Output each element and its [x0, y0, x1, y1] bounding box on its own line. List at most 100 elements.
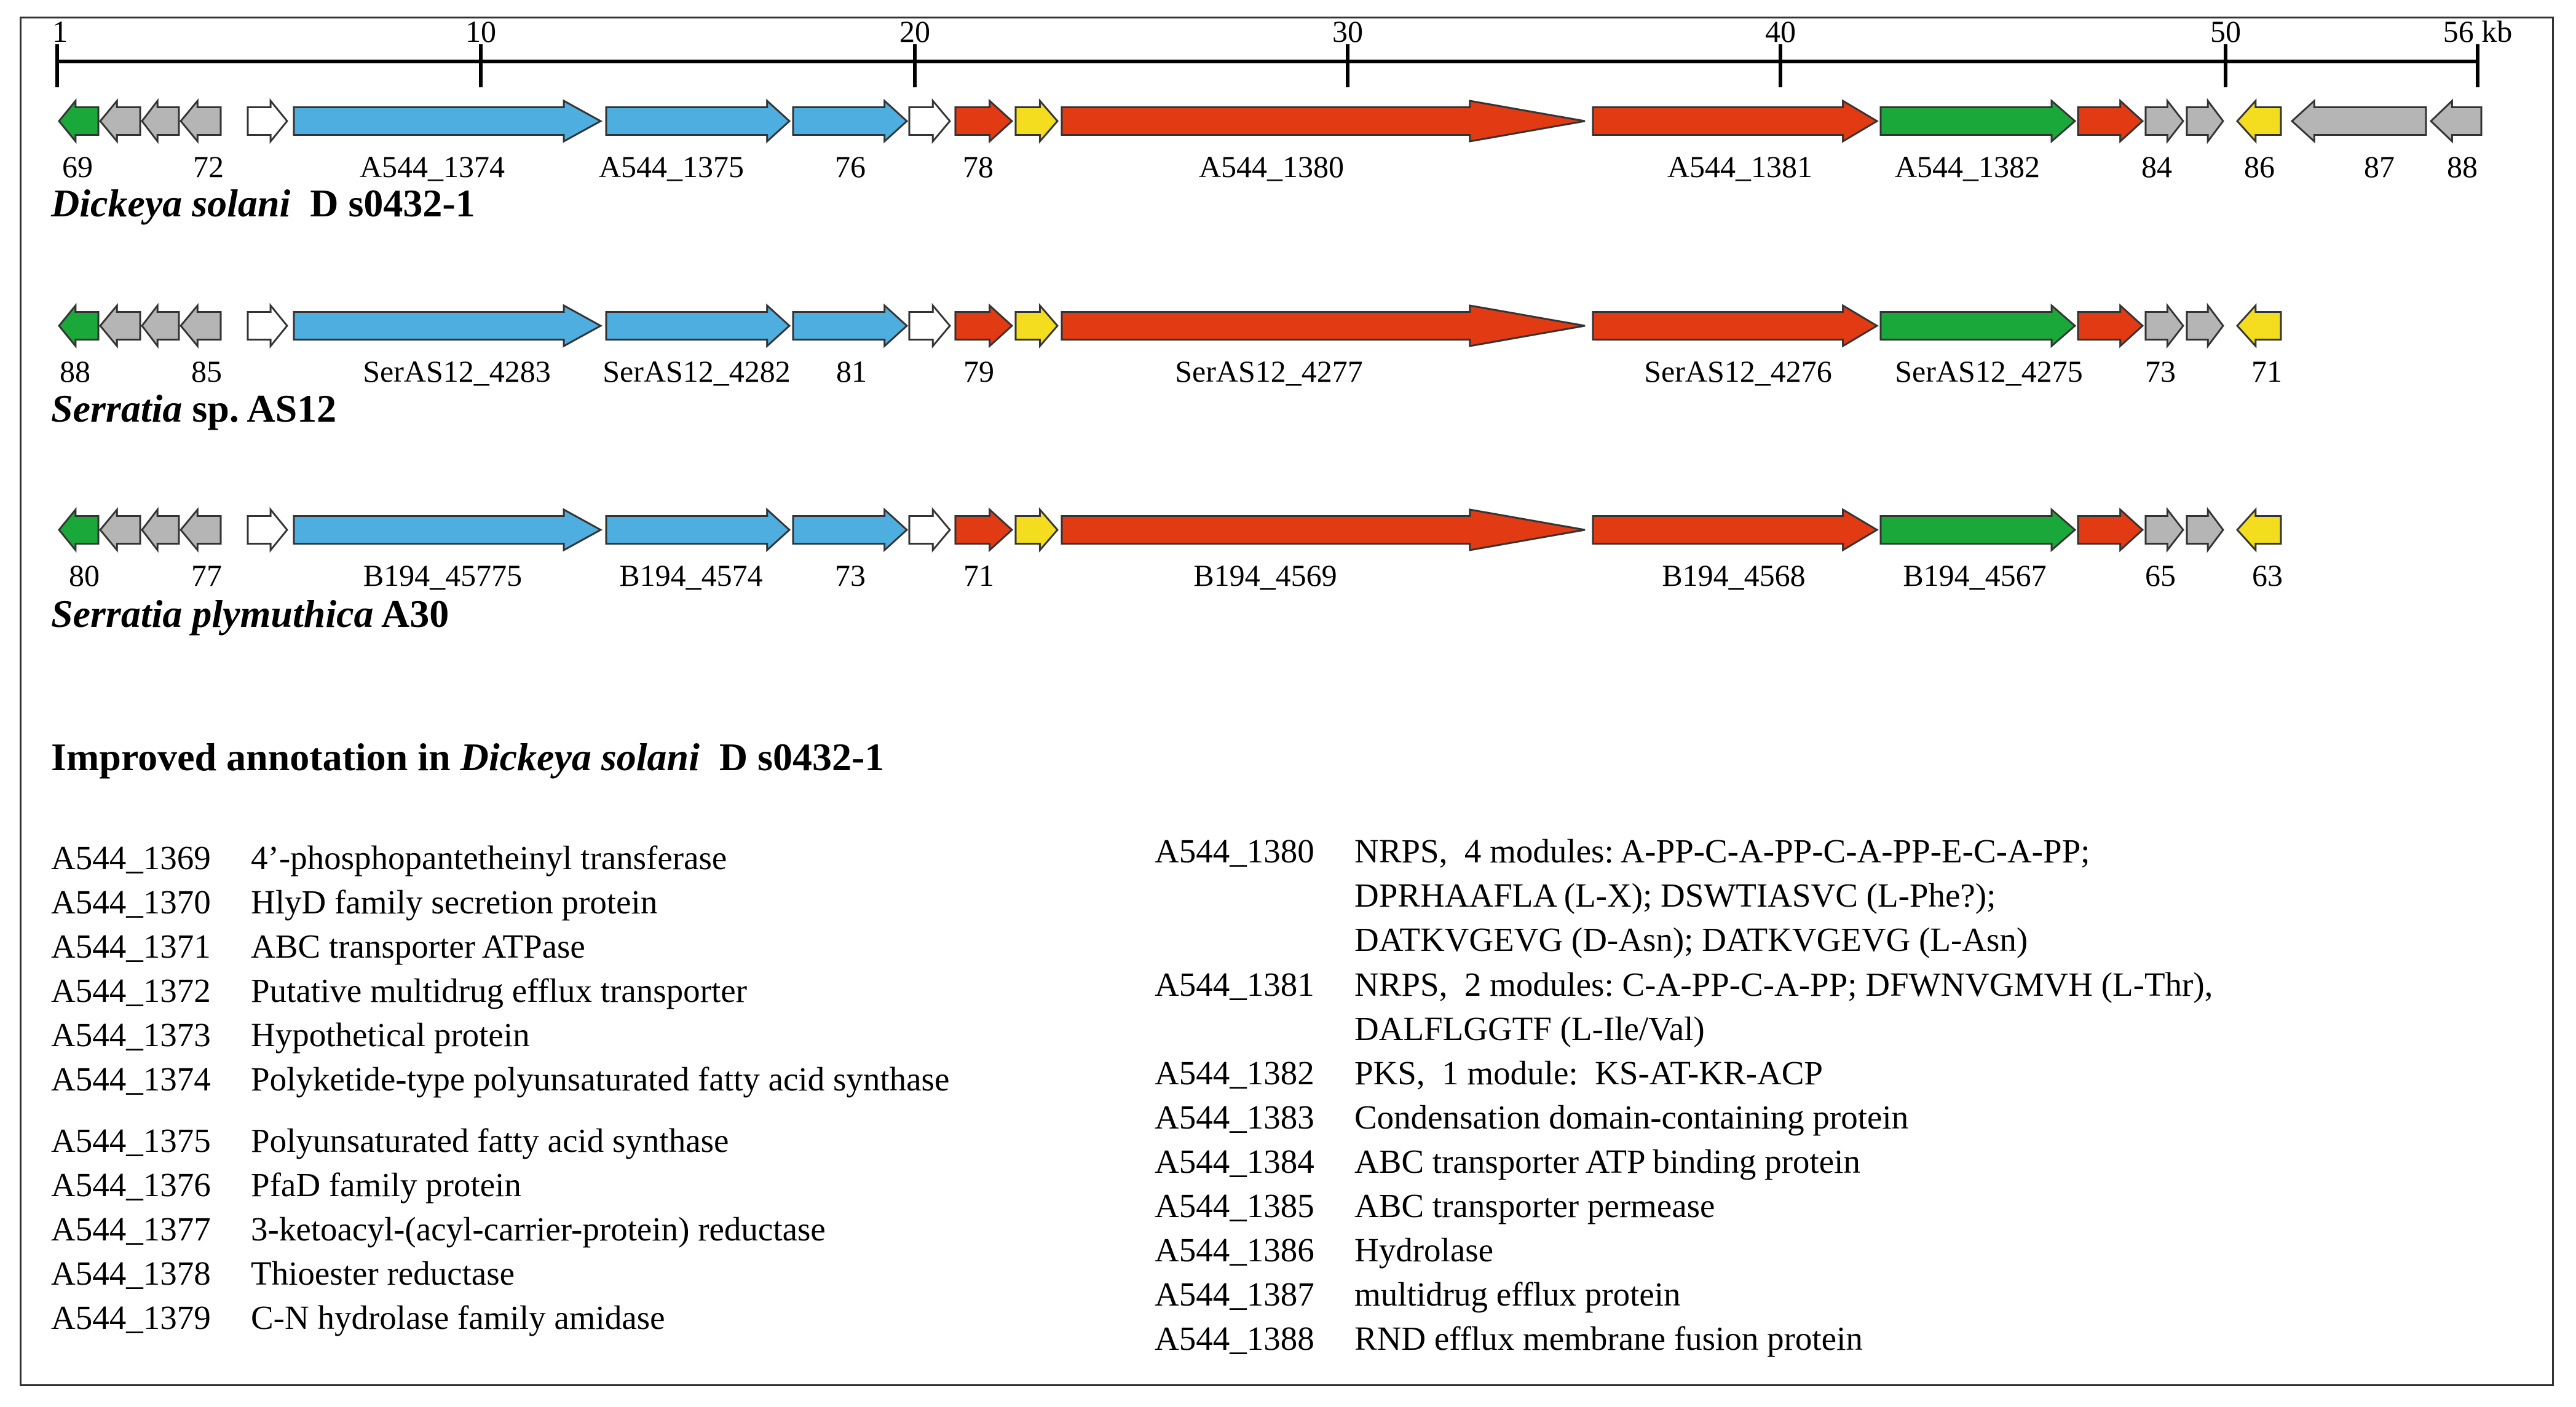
gene-arrow-green — [1879, 303, 2077, 349]
annotation-title-strain: D s0432-1 — [699, 735, 885, 779]
gene-arrow-white — [247, 98, 288, 144]
annotation-title: Improved annotation in Dickeya solani D … — [51, 735, 884, 780]
gene-arrow-blue — [605, 98, 791, 144]
gene-arrow-grey — [180, 98, 222, 144]
gene-arrow-white — [247, 506, 288, 553]
gene-arrow-grey — [99, 98, 141, 144]
gene-arrow-green — [58, 506, 100, 553]
gene-arrow-red — [1061, 508, 1586, 551]
annotation-gene-id: A544_1369 — [51, 839, 211, 877]
annotation-description: Polyunsaturated fatty acid synthase — [251, 1122, 729, 1159]
gene-arrow-red — [2077, 303, 2144, 349]
annotation-description: RND efflux membrane fusion protein — [1354, 1320, 1863, 1357]
gene-arrow-red — [954, 507, 1014, 553]
gene-label: SerAS12_4277 — [1175, 354, 1363, 388]
annotation-description: Hypothetical protein — [251, 1016, 530, 1054]
scale-tick-label: 50 — [2210, 14, 2241, 49]
gene-arrow-red — [2077, 507, 2144, 553]
gene-arrow-green — [58, 302, 100, 349]
annotation-gene-id: A544_1387 — [1155, 1275, 1314, 1313]
annotation-description: ABC transporter ATPase — [251, 928, 585, 965]
gene-label: 69 — [62, 149, 93, 184]
annotation-gene-id: A544_1381 — [1155, 966, 1314, 1003]
annotation-description: NRPS, 4 modules: A-PP-C-A-PP-C-A-PP-E-C-… — [1354, 832, 2090, 870]
annotation-gene-id: A544_1379 — [51, 1299, 211, 1336]
gene-label: 71 — [2251, 354, 2282, 388]
annotation-gene-id: A544_1382 — [1155, 1054, 1314, 1092]
gene-label: B194_4568 — [1662, 558, 1805, 593]
species-label: Serratia plymuthica A30 — [51, 592, 449, 636]
gene-arrow-grey — [141, 302, 180, 349]
gene-label: A544_1375 — [599, 149, 744, 184]
gene-arrow-white — [247, 302, 288, 349]
gene-arrow-blue — [293, 99, 603, 143]
annotation-title-prefix: Improved annotation in — [51, 735, 460, 779]
gene-label: 85 — [191, 354, 222, 388]
gene-label: 79 — [963, 354, 994, 388]
annotation-description: DPRHAAFLA (L-X); DSWTIASVC (L-Phe?); — [1354, 877, 1996, 914]
gene-arrow-grey — [2144, 98, 2184, 144]
gene-arrow-grey — [2429, 98, 2483, 144]
annotation-gene-id: A544_1375 — [51, 1122, 211, 1159]
gene-arrow-blue — [293, 304, 603, 348]
gene-label: B194_45775 — [363, 558, 522, 593]
annotation-gene-id: A544_1388 — [1155, 1320, 1314, 1357]
gene-arrow-red — [1592, 304, 1879, 348]
gene-arrow-red — [1592, 99, 1879, 143]
annotation-gene-id: A544_1386 — [1155, 1231, 1314, 1269]
annotation-entry: A544_1388 RND efflux membrane fusion prot… — [1155, 1317, 1863, 1361]
gene-arrow-yellow — [1014, 98, 1059, 144]
annotation-title-species: Dickeya solani — [460, 735, 700, 779]
annotation-description: ABC transporter permease — [1354, 1187, 1715, 1224]
gene-arrow-blue — [293, 508, 603, 552]
annotation-description: PKS, 1 module: KS-AT-KR-ACP — [1354, 1054, 1823, 1092]
gene-arrow-green — [58, 98, 100, 144]
gene-arrow-grey — [2186, 302, 2224, 349]
annotation-entry: A544_1385 ABC transporter permease — [1155, 1184, 1715, 1228]
annotation-gene-id: A544_1370 — [51, 883, 211, 921]
gene-label: 63 — [2252, 558, 2283, 593]
annotation-entry: A544_1382 PKS, 1 module: KS-AT-KR-ACP — [1155, 1051, 1823, 1095]
gene-arrow-yellow — [2235, 303, 2282, 349]
gene-arrow-blue — [792, 507, 909, 553]
annotation-entry: DATKVGEVG (D-Asn); DATKVGEVG (L-Asn) — [1155, 918, 2028, 962]
gene-label: SerAS12_4275 — [1895, 354, 2083, 388]
annotation-gene-id: A544_1374 — [51, 1060, 211, 1098]
gene-arrow-grey — [2144, 506, 2184, 553]
annotation-description: 4’-phosphopantetheinyl transferase — [251, 839, 727, 877]
annotation-entry: DALFLGGTF (L-Ile/Val) — [1155, 1007, 1705, 1051]
annotation-gene-id: A544_1385 — [1155, 1187, 1314, 1224]
gene-label: SerAS12_4276 — [1644, 354, 1832, 388]
gene-arrow-white — [908, 98, 951, 144]
gene-label: SerAS12_4282 — [603, 354, 791, 388]
annotation-gene-id: A544_1372 — [51, 972, 211, 1009]
gene-label: 80 — [69, 558, 100, 593]
gene-arrow-red — [1061, 304, 1586, 347]
gene-label: 88 — [2447, 149, 2478, 184]
gene-label: 71 — [963, 558, 994, 593]
species-name: Serratia plymuthica — [51, 592, 374, 636]
annotation-entry: A544_1369 4’-phosphopantetheinyl transfer… — [51, 836, 727, 880]
gene-label: SerAS12_4283 — [363, 354, 551, 388]
scale-tick-label: 1 — [52, 14, 68, 49]
gene-label: B194_4567 — [1903, 558, 2046, 593]
gene-arrow-yellow — [2235, 98, 2282, 144]
gene-arrow-grey — [2186, 506, 2224, 553]
scale-tick-label: 30 — [1332, 14, 1363, 49]
annotation-description: Putative multidrug efflux transporter — [251, 972, 748, 1009]
gene-label: 78 — [963, 149, 994, 184]
gene-label: 76 — [835, 149, 866, 184]
species-label: Dickeya solani D s0432-1 — [50, 181, 475, 225]
gene-label: B194_4569 — [1193, 558, 1337, 593]
annotation-gene-id: A544_1380 — [1155, 832, 1314, 870]
annotation-description: HlyD family secretion protein — [251, 883, 658, 921]
